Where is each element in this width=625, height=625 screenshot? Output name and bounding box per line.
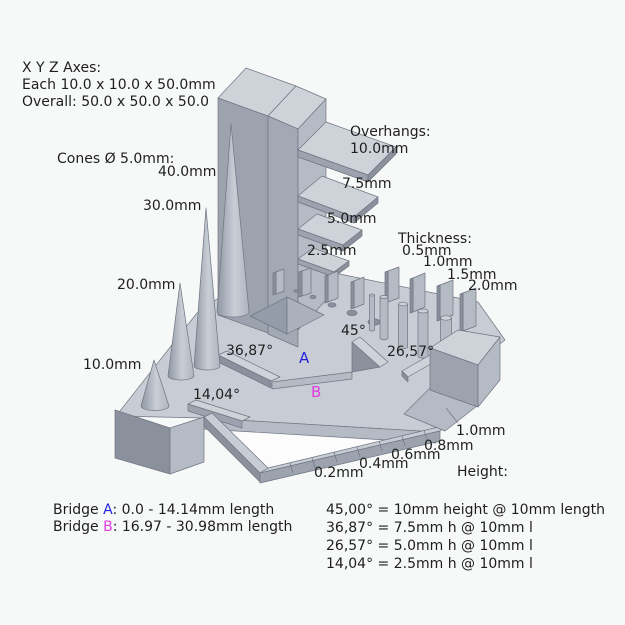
thickness-10-label: 1.0mm: [423, 254, 473, 270]
angle-legend-45: 45,00° = 10mm height @ 10mm length: [326, 502, 605, 518]
angle-1404-label: 14,04°: [193, 387, 241, 403]
overhang-50-label: 5.0mm: [327, 211, 377, 227]
cone-40mm: [216, 123, 250, 318]
axes-overall: Overall: 50.0 x 50.0 x 50.0: [22, 94, 210, 110]
overhang-10-label: 10.0mm: [350, 141, 409, 157]
height-02-label: 0.2mm: [314, 465, 364, 481]
cone-10mm: [140, 359, 170, 411]
cones-title: Cones Ø 5.0mm:: [57, 151, 175, 167]
cone-20mm: [167, 282, 195, 381]
test-cones: [140, 123, 250, 411]
cone-30mm: [193, 207, 221, 371]
bridge-a-letter: A: [103, 502, 113, 518]
axes-title: X Y Z Axes:: [22, 60, 102, 76]
cone-20-label: 20.0mm: [117, 277, 176, 293]
bridge-b-word: Bridge: [53, 519, 104, 535]
bridge-a-word: Bridge: [53, 502, 104, 518]
bridge-a-legend: Bridge A: 0.0 - 14.14mm length: [53, 502, 274, 519]
angle-45-label: 45°: [341, 323, 366, 339]
bridge-b-marker: B: [311, 383, 322, 401]
overhang-25-label: 2.5mm: [307, 243, 357, 259]
angle-2657-label: 26,57°: [387, 344, 435, 360]
thickness-15-label: 1.5mm: [447, 267, 497, 283]
overhangs-title: Overhangs:: [350, 124, 431, 140]
bridge-b-legend: Bridge B: 16.97 - 30.98mm length: [53, 519, 292, 536]
left-block: [114, 409, 205, 475]
height-step-bridge: [203, 385, 478, 484]
cone-10-label: 10.0mm: [83, 357, 142, 373]
height-10-label: 1.0mm: [456, 423, 506, 439]
bridge-a-marker: A: [299, 349, 310, 367]
height-title: Height:: [457, 464, 508, 480]
angle-legend-1404: 14,04° = 2.5mm h @ 10mm l: [326, 556, 533, 572]
thickness-title: Thickness:: [398, 231, 472, 247]
bridge-opening: [210, 430, 433, 468]
height-08-label: 0.8mm: [424, 438, 474, 454]
height-06-label: 0.6mm: [391, 447, 441, 463]
thickness-05-label: 0.5mm: [402, 243, 452, 259]
bridge-a-text: : 0.0 - 14.14mm length: [112, 502, 275, 518]
cone-30-label: 30.0mm: [143, 198, 202, 214]
axes-each: Each 10.0 x 10.0 x 50.0mm: [22, 77, 216, 93]
thickness-fins: [272, 266, 477, 333]
cone-40-label: 40.0mm: [158, 164, 217, 180]
bridge-b-text: : 16.97 - 30.98mm length: [112, 519, 293, 535]
overhang-shelves: [297, 121, 397, 278]
angle-legend-2657: 26,57° = 5.0mm h @ 10mm l: [326, 538, 533, 554]
angle-3687-label: 36,87°: [226, 343, 274, 359]
thickness-20-label: 2.0mm: [468, 278, 518, 294]
height-04-label: 0.4mm: [359, 456, 409, 472]
square-recess: [249, 296, 325, 335]
overhang-75-label: 7.5mm: [342, 176, 392, 192]
angle-legend-3687: 36,87° = 7.5mm h @ 10mm l: [326, 520, 533, 536]
bridge-b-letter: B: [103, 519, 113, 535]
right-block: [429, 329, 501, 408]
